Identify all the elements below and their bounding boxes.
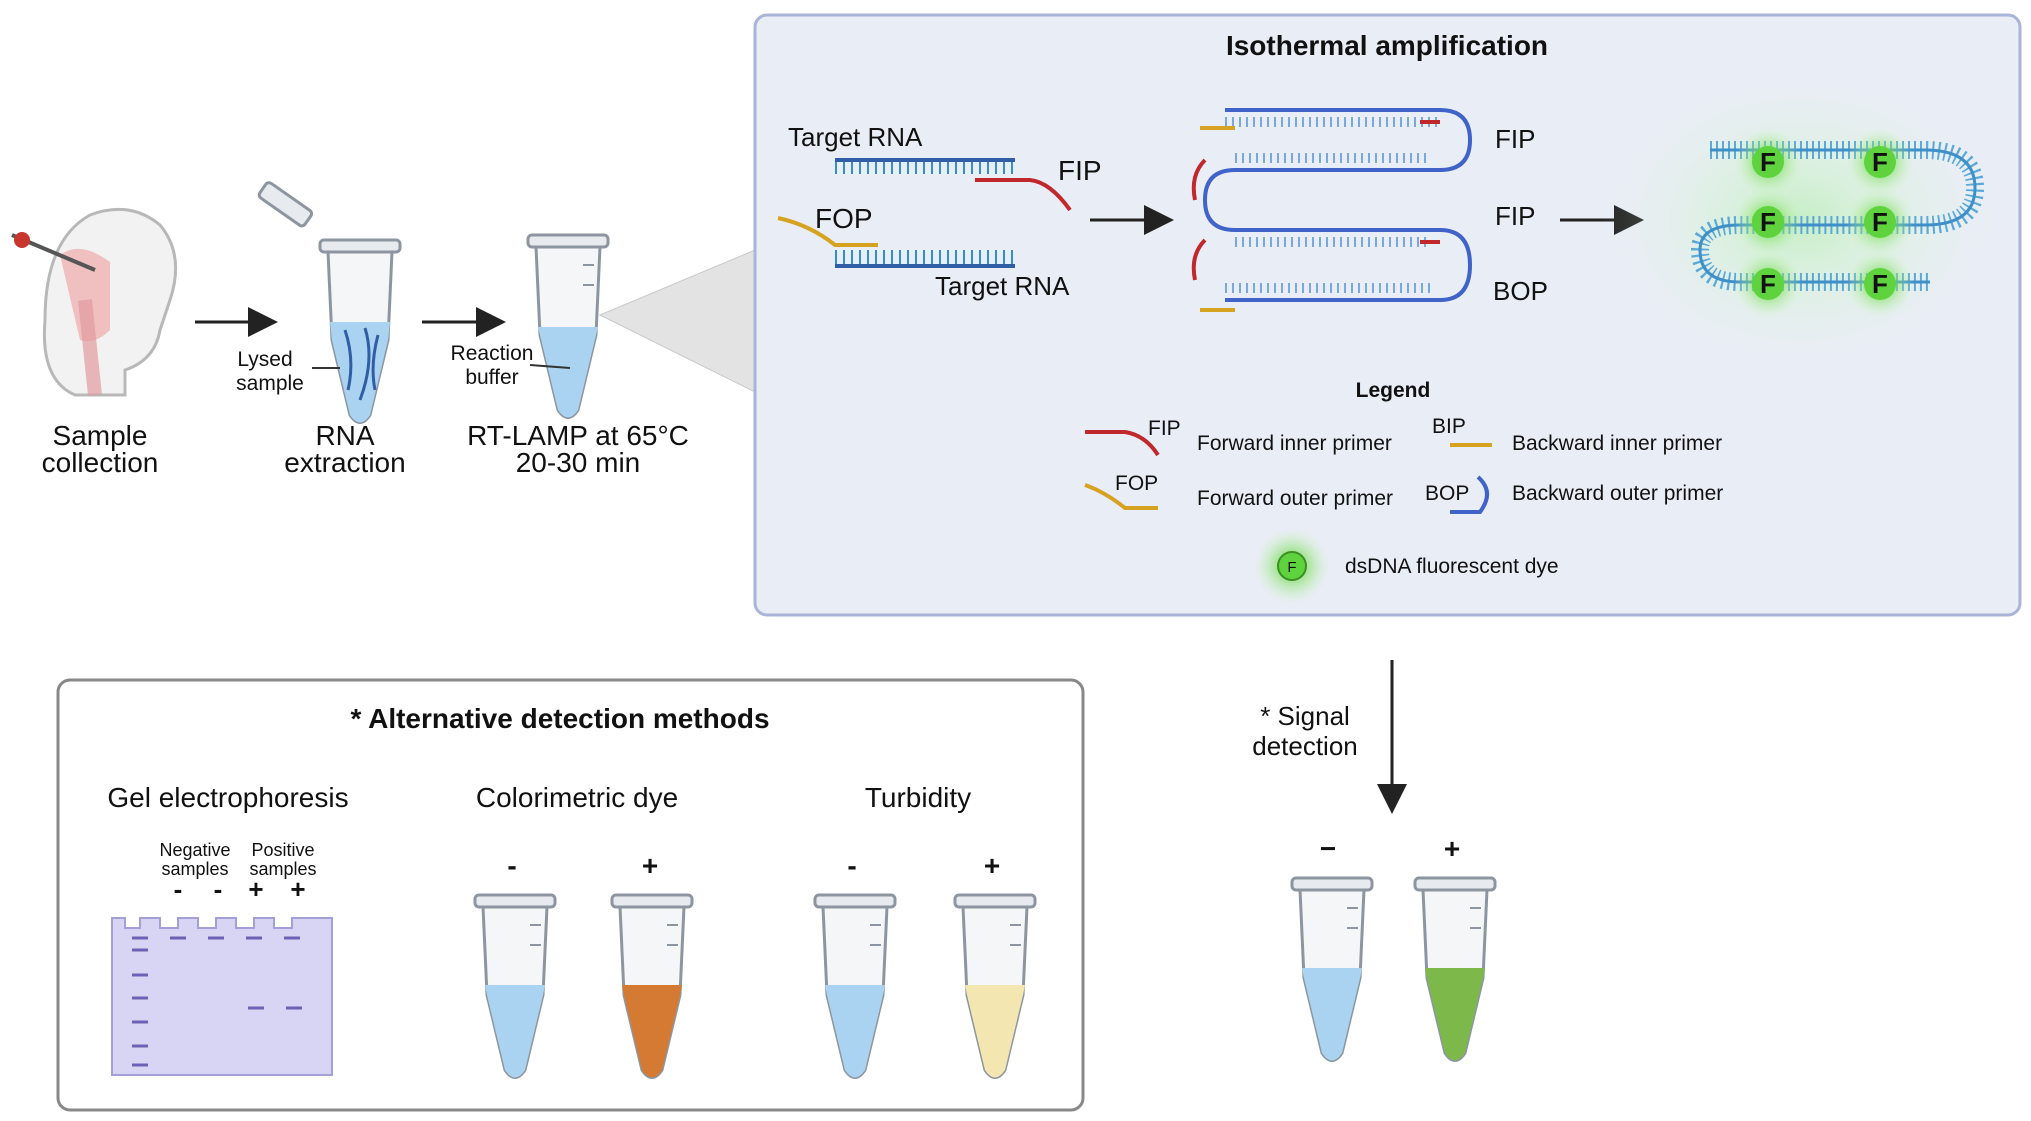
zoom-cone <box>598 249 756 393</box>
colorimetric-negative-sign: - <box>507 850 516 881</box>
dye-markers <box>1734 128 1914 318</box>
turbidity-negative-sign: - <box>847 850 856 881</box>
dye-label-3: F <box>1760 207 1776 237</box>
legend-bip-text: Backward inner primer <box>1512 432 1722 455</box>
signal-negative-sign: − <box>1320 833 1336 864</box>
label-rna-extraction-1: RNA <box>315 420 374 451</box>
legend-bop-text: Backward outer primer <box>1512 482 1723 505</box>
dye-label-4: F <box>1872 207 1888 237</box>
dye-label-2: F <box>1872 147 1888 177</box>
fip-primer <box>975 178 1072 212</box>
gel-lane-sign-4: + <box>290 874 305 904</box>
isothermal-title: Isothermal amplification <box>1226 30 1548 61</box>
gel-lane-sign-1: - <box>174 874 183 904</box>
gel-title: Gel electrophoresis <box>107 782 348 813</box>
legend-fop-tag: FOP <box>1115 472 1158 495</box>
gel-lane-sign-2: - <box>214 874 223 904</box>
label-loop-bop: BOP <box>1493 276 1548 306</box>
person-head-icon <box>11 207 178 397</box>
signal-negative-tube <box>1290 876 1374 1062</box>
pointer-reaction <box>529 364 571 369</box>
intermediate-dna-structure <box>1191 108 1473 312</box>
turbidity-title: Turbidity <box>865 782 971 813</box>
gel-positive-label-2: samples <box>249 859 316 879</box>
dye-label-1: F <box>1760 147 1776 177</box>
gel-image <box>111 917 333 1076</box>
gel-negative-label-1: Negative <box>159 840 230 860</box>
gel-lane-sign-3: + <box>248 874 263 904</box>
turbidity-positive-tube <box>953 893 1037 1079</box>
legend-bip-tag: BIP <box>1432 415 1466 438</box>
label-rt-lamp-1: RT-LAMP at 65°C <box>467 420 689 451</box>
signal-label-1: * Signal <box>1260 701 1350 731</box>
legend-dye-tag: F <box>1287 559 1296 576</box>
colorimetric-title: Colorimetric dye <box>476 782 678 813</box>
label-fop: FOP <box>815 203 873 234</box>
gel-negative-label-2: samples <box>161 859 228 879</box>
fop-primer <box>777 216 878 247</box>
label-loop-fip-1: FIP <box>1495 124 1535 154</box>
legend-title: Legend <box>1356 379 1431 402</box>
label-rna-extraction-2: extraction <box>284 447 405 478</box>
gel-positive-label-1: Positive <box>251 840 314 860</box>
turbidity-positive-sign: + <box>984 850 1000 881</box>
label-sample-collection-2: collection <box>42 447 159 478</box>
dye-label-5: F <box>1760 269 1776 299</box>
label-loop-fip-2: FIP <box>1495 201 1535 231</box>
label-reaction-2: buffer <box>465 366 518 389</box>
legend-fip-text: Forward inner primer <box>1197 432 1392 455</box>
signal-positive-tube <box>1413 876 1497 1062</box>
rna-ticks-top <box>835 160 1015 174</box>
signal-positive-sign: + <box>1444 833 1460 864</box>
label-lysed-2: sample <box>236 372 304 395</box>
label-target-rna-top: Target RNA <box>788 122 923 152</box>
rna-ticks-bottom <box>835 250 1015 264</box>
legend-dye-text: dsDNA fluorescent dye <box>1345 555 1559 578</box>
label-rt-lamp-2: 20-30 min <box>516 447 641 478</box>
legend-bop-icon <box>1450 475 1489 514</box>
label-sample-collection-1: Sample <box>53 420 148 451</box>
alternative-title: * Alternative detection methods <box>350 703 769 734</box>
turbidity-negative-tube <box>813 893 897 1079</box>
label-target-rna-bottom: Target RNA <box>935 271 1070 301</box>
label-lysed-1: Lysed <box>237 348 292 371</box>
dye-label-6: F <box>1872 269 1888 299</box>
label-fip: FIP <box>1058 155 1102 186</box>
rt-lamp-tube <box>526 233 610 419</box>
signal-label-2: detection <box>1252 731 1358 761</box>
legend-fip-icon <box>1085 430 1160 457</box>
legend-fop-icon <box>1084 483 1158 510</box>
label-reaction-1: Reaction <box>451 342 534 365</box>
colorimetric-positive-tube <box>610 893 694 1079</box>
legend-fip-tag: FIP <box>1148 417 1181 440</box>
colorimetric-positive-sign: + <box>642 850 658 881</box>
colorimetric-negative-tube <box>473 893 557 1079</box>
legend-bop-tag: BOP <box>1425 482 1469 505</box>
rna-extraction-tube <box>257 181 402 424</box>
legend-fop-text: Forward outer primer <box>1197 487 1393 510</box>
amplified-dna-product <box>1690 141 1985 291</box>
